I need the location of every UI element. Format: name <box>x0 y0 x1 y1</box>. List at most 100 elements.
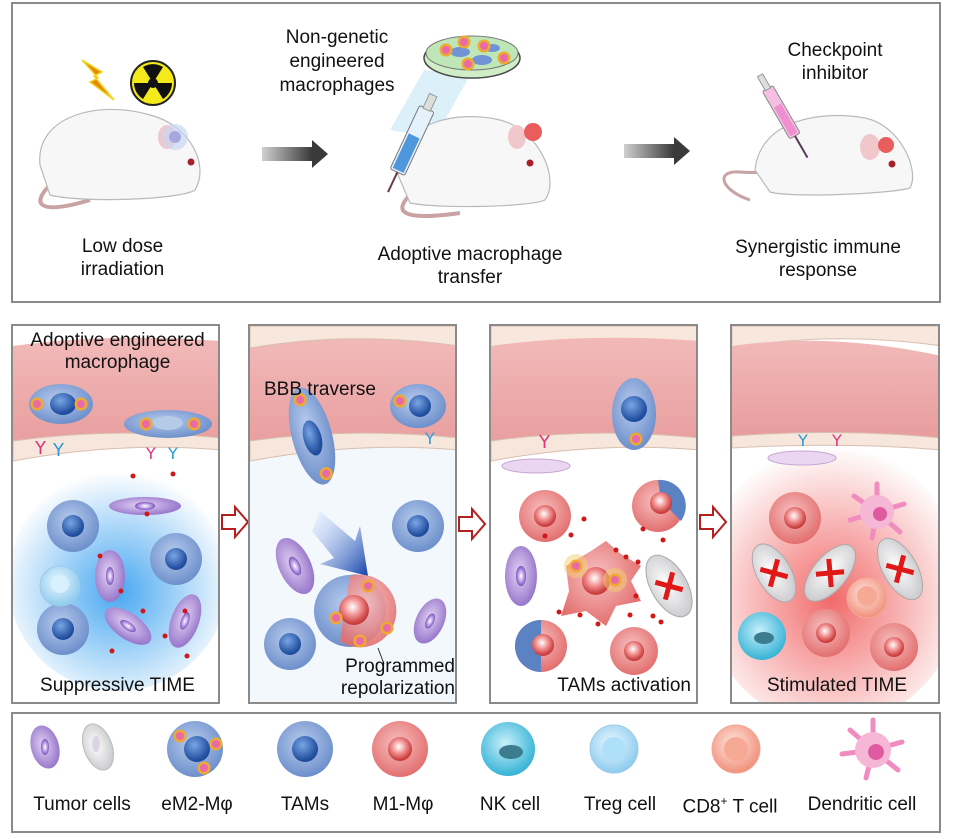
step-2-label-line1: Adoptive macrophage <box>377 244 563 265</box>
polarization-arrow-icon <box>312 511 368 576</box>
m1-macrophage <box>870 623 918 671</box>
panel-1-illustration: Y Y Y Y <box>13 337 218 691</box>
mouse-irradiation-illustration <box>38 108 201 210</box>
engineered-macrophage <box>29 384 93 424</box>
legend-icon-tam <box>277 721 333 777</box>
receptor-icon: Y <box>167 444 178 463</box>
m1-macrophage <box>610 627 658 675</box>
cytokine-dots <box>542 516 666 627</box>
transitioning-macrophage <box>632 479 686 532</box>
tam-cell <box>392 500 444 552</box>
panel-3-illustration: Y <box>491 326 696 675</box>
panel-4-illustration: Y Y <box>732 326 938 702</box>
tam-cell <box>150 533 202 585</box>
receptor-icon: Y <box>52 440 65 461</box>
mouse-eye <box>187 158 195 166</box>
callout-line1: Checkpoint <box>787 40 883 61</box>
leader-line <box>377 647 385 665</box>
caption-line1: Programmed <box>345 656 455 677</box>
legend-icon-treg-cell <box>589 724 639 774</box>
brain-tumor-mark <box>878 137 894 153</box>
endothelium <box>13 432 218 462</box>
dendritic-cell <box>847 481 907 541</box>
tumor-cell <box>505 546 537 606</box>
blood-vessel <box>732 340 938 446</box>
legend-label-tumor-cells: Tumor cells <box>33 794 131 815</box>
legend-icon-cd8-t-cell <box>711 724 761 774</box>
mouse-tail <box>400 193 461 218</box>
receptor-icon: Y <box>145 444 156 463</box>
legend-panel <box>11 712 941 833</box>
tumor-cell <box>275 537 315 595</box>
step-3-label-line2: response <box>778 260 858 281</box>
transition-arrow-icon <box>221 504 250 540</box>
legend-icon-dendritic-cell <box>839 717 905 781</box>
legend-label-treg: Treg cell <box>583 794 657 815</box>
stage-panel-activation: Y TAMs activation <box>489 324 698 704</box>
migrating-macrophage <box>288 387 336 485</box>
brain-tumor-mark <box>524 123 542 141</box>
transitioning-macrophage <box>515 620 567 672</box>
cross-icon <box>759 558 789 588</box>
transition-arrow-icon <box>699 504 728 540</box>
engineered-macrophage-annotation: Adoptive engineered macrophage <box>13 330 218 374</box>
legend-icon-m1-macrophage <box>372 721 428 777</box>
mouse-body <box>754 115 914 196</box>
step-3-callout: Checkpoint inhibitor <box>760 39 910 85</box>
legend-icon-em2-macrophage <box>167 721 223 777</box>
caption-line2: repolarization <box>340 678 455 699</box>
petri-dish-illustration <box>390 35 521 138</box>
stage-panel-repolarization: Y BBB traverse Programmed repolarization <box>248 324 457 704</box>
legend-label-m1: M1-Mφ <box>372 794 434 815</box>
endothelium <box>732 431 938 451</box>
pericyte <box>501 458 571 474</box>
dead-tumor-cell <box>877 537 923 601</box>
cd8-t-cell <box>846 577 888 619</box>
mouse-response-illustration <box>722 73 914 202</box>
legend-label-nk: NK cell <box>479 794 541 815</box>
panel-caption: Stimulated TIME <box>766 675 908 696</box>
panel-caption: Programmed repolarization <box>310 656 455 700</box>
stage-panel-stimulated: Y Y Stimulated TIME <box>730 324 940 704</box>
treg-cell <box>39 565 81 607</box>
cd8-sup: + <box>720 794 728 808</box>
annotation-line2: macrophage <box>64 352 171 373</box>
cd8-tail: T cell <box>727 796 778 818</box>
cd8-main: CD8 <box>682 796 721 818</box>
mouse-eye <box>888 160 896 168</box>
dead-tumor-cell <box>645 554 693 618</box>
step-2-callout: Non-genetic engineered macrophages <box>262 26 412 98</box>
tumor-cell <box>95 550 125 602</box>
panel-caption: Suppressive TIME <box>40 675 195 696</box>
bbb-traverse-annotation: BBB traverse <box>264 379 376 400</box>
transition-arrow-icon <box>458 506 487 542</box>
callout-line2: inhibitor <box>801 63 869 84</box>
endothelium <box>491 432 696 462</box>
step-arrow-icon <box>262 140 328 168</box>
panel-2-illustration: Y <box>250 326 455 702</box>
legend-label-em2: eM2-Mφ <box>161 794 233 815</box>
step-1-label-line1: Low dose <box>81 236 164 257</box>
mouse-body <box>39 108 201 201</box>
legend-label-dendritic: Dendritic cell <box>807 794 917 815</box>
engineered-macrophage <box>124 410 212 438</box>
cross-icon <box>815 558 845 588</box>
engineered-macrophage <box>390 384 446 428</box>
callout-line1: Non-genetic <box>285 27 389 48</box>
syringe-icon <box>756 73 809 159</box>
step-3-label-line1: Synergistic immune <box>735 237 901 258</box>
mouse-ear <box>508 125 526 149</box>
callout-line3: macrophages <box>279 75 395 96</box>
step-2-label-line2: transfer <box>437 267 503 288</box>
step-arrow-icon <box>624 137 690 165</box>
legend-icon-tumor-cell <box>30 725 60 769</box>
tumor-cell <box>168 594 202 648</box>
engineered-macrophage <box>612 378 656 450</box>
nk-cell <box>738 612 786 660</box>
cross-icon <box>654 571 684 601</box>
tam-cell <box>47 500 99 552</box>
receptor-icon: Y <box>538 432 551 453</box>
tam-cell <box>264 618 316 670</box>
tumor-cell <box>104 607 152 645</box>
mouse-transfer-illustration <box>387 92 551 218</box>
